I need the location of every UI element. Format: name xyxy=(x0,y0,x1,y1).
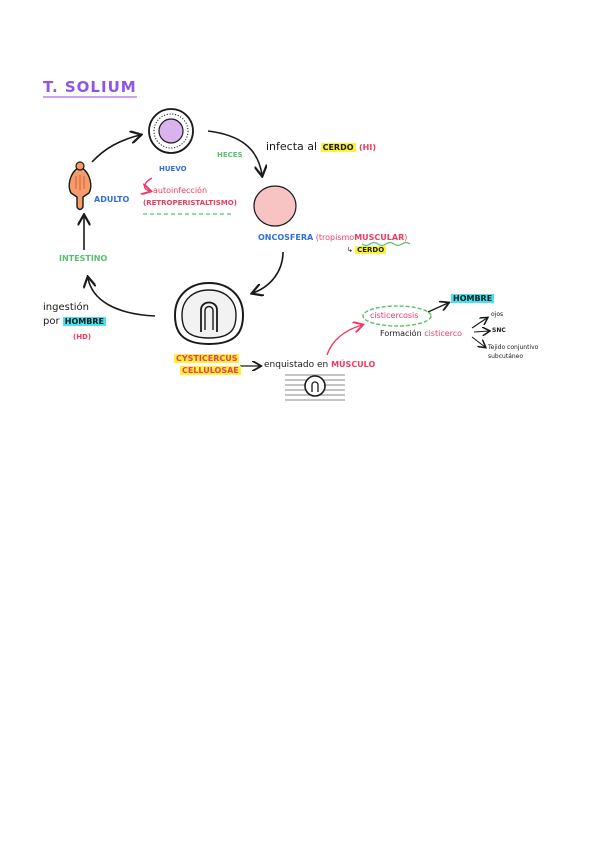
retroperistalsis-label: (RETROPERISTALTISMO) xyxy=(143,199,237,207)
arrow-to-ojos xyxy=(471,318,487,329)
human-target-label: HOMBRE xyxy=(451,294,495,303)
muscle-text: MÚSCULO xyxy=(331,360,376,369)
encysted-text: enquistado en xyxy=(264,360,329,370)
formation-label: Formación cisticerco xyxy=(380,329,462,338)
arrow-oncosphere-to-cysticercus xyxy=(253,251,284,293)
oncosphere-illustration xyxy=(253,185,297,227)
arrow-cisticercosis-to-hombre xyxy=(427,303,448,313)
egg-label: HUEVO xyxy=(159,165,187,173)
infects-text: infecta al xyxy=(266,140,318,153)
cysticercosis-label: cisticercosis xyxy=(370,311,419,320)
tropism-text: (tropismo xyxy=(315,233,355,242)
arrow-to-tejido xyxy=(471,336,485,347)
infects-pig-label: infecta al CERDO (HI) xyxy=(266,140,376,153)
formation-text: Formación xyxy=(380,329,422,338)
arrow-to-cisticercosis xyxy=(326,325,362,356)
arrow-adult-to-egg xyxy=(91,135,140,163)
muscular-text: MUSCULAR xyxy=(354,233,405,242)
oncosphere-label: ONCOSFERA (tropismoMUSCULAR) xyxy=(258,233,407,242)
connective-tissue-label-2: subcutáneo xyxy=(488,353,524,360)
cysticercus-highlight-1: CYSTICERCUS xyxy=(174,354,240,363)
cysticercus-illustration xyxy=(173,281,245,346)
adult-label: ADULTO xyxy=(94,195,130,204)
cns-label: SNC xyxy=(492,327,506,334)
intestine-label: INTESTINO xyxy=(59,254,108,263)
arrow-to-snc xyxy=(473,331,489,332)
page-title-text: T. SOLIUM xyxy=(43,78,137,96)
cysticerco-text: cisticerco xyxy=(424,329,463,338)
arrow-autoinfection xyxy=(145,177,152,191)
connective-tissue-label-1: Tejido conjuntivo xyxy=(488,344,539,351)
by-text: por xyxy=(43,316,60,327)
muscle-cysticercus-illustration xyxy=(285,374,345,401)
sub-arrow: ↳ xyxy=(347,246,353,254)
cysticercus-highlight-2: CELLULOSAE xyxy=(180,366,241,375)
page-title: T. SOLIUM xyxy=(43,78,137,98)
human-target-highlight: HOMBRE xyxy=(451,294,495,303)
eyes-label: ojos xyxy=(491,311,504,318)
encysted-label: enquistado en MÚSCULO xyxy=(264,360,375,370)
autoinfection-label: autoinfección xyxy=(153,186,208,195)
cisticercosis-cloud xyxy=(362,305,432,327)
muscular-underline xyxy=(361,241,411,247)
adult-worm-illustration xyxy=(68,161,92,211)
pig-highlight: CERDO xyxy=(320,143,356,152)
oncosphere-pig-label: ↳ CERDO xyxy=(347,246,387,254)
feces-label: HECES xyxy=(217,151,243,159)
cysticercus-name-line-1: CYSTICERCUS xyxy=(174,354,240,363)
oncosphere-name: ONCOSFERA xyxy=(258,233,314,242)
human-highlight: HOMBRE xyxy=(62,317,106,326)
cysticercus-name-line-2: CELLULOSAE xyxy=(180,366,241,375)
tropism-close: ) xyxy=(404,233,408,242)
intermediate-host-label: (HI) xyxy=(359,143,376,152)
pig-sub-highlight: CERDO xyxy=(355,246,387,254)
arrow-egg-to-oncosphere xyxy=(207,130,262,175)
definitive-host-label: (HD) xyxy=(73,333,92,341)
egg-illustration xyxy=(148,108,194,154)
by-human-label: por HOMBRE xyxy=(43,316,106,327)
arrow-cysticercus-to-intestine xyxy=(88,278,156,317)
ingestion-label: ingestión xyxy=(43,302,89,313)
